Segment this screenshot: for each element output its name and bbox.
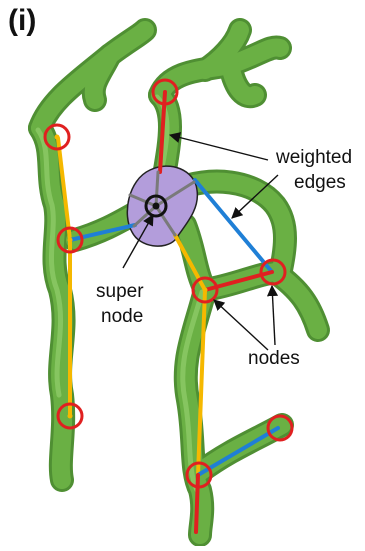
label-super: super [96,281,144,302]
label-edges: edges [294,172,346,193]
label-weighted: weighted [275,147,352,168]
label-node: node [101,306,143,327]
edge-red-bottom [196,475,198,532]
arrow-nodes-1 [214,300,268,350]
label-nodes: nodes [248,348,300,369]
arrow-nodes-2 [272,286,275,345]
arrow-weighted-edges-1 [170,135,268,160]
panel-label: (i) [8,4,36,38]
